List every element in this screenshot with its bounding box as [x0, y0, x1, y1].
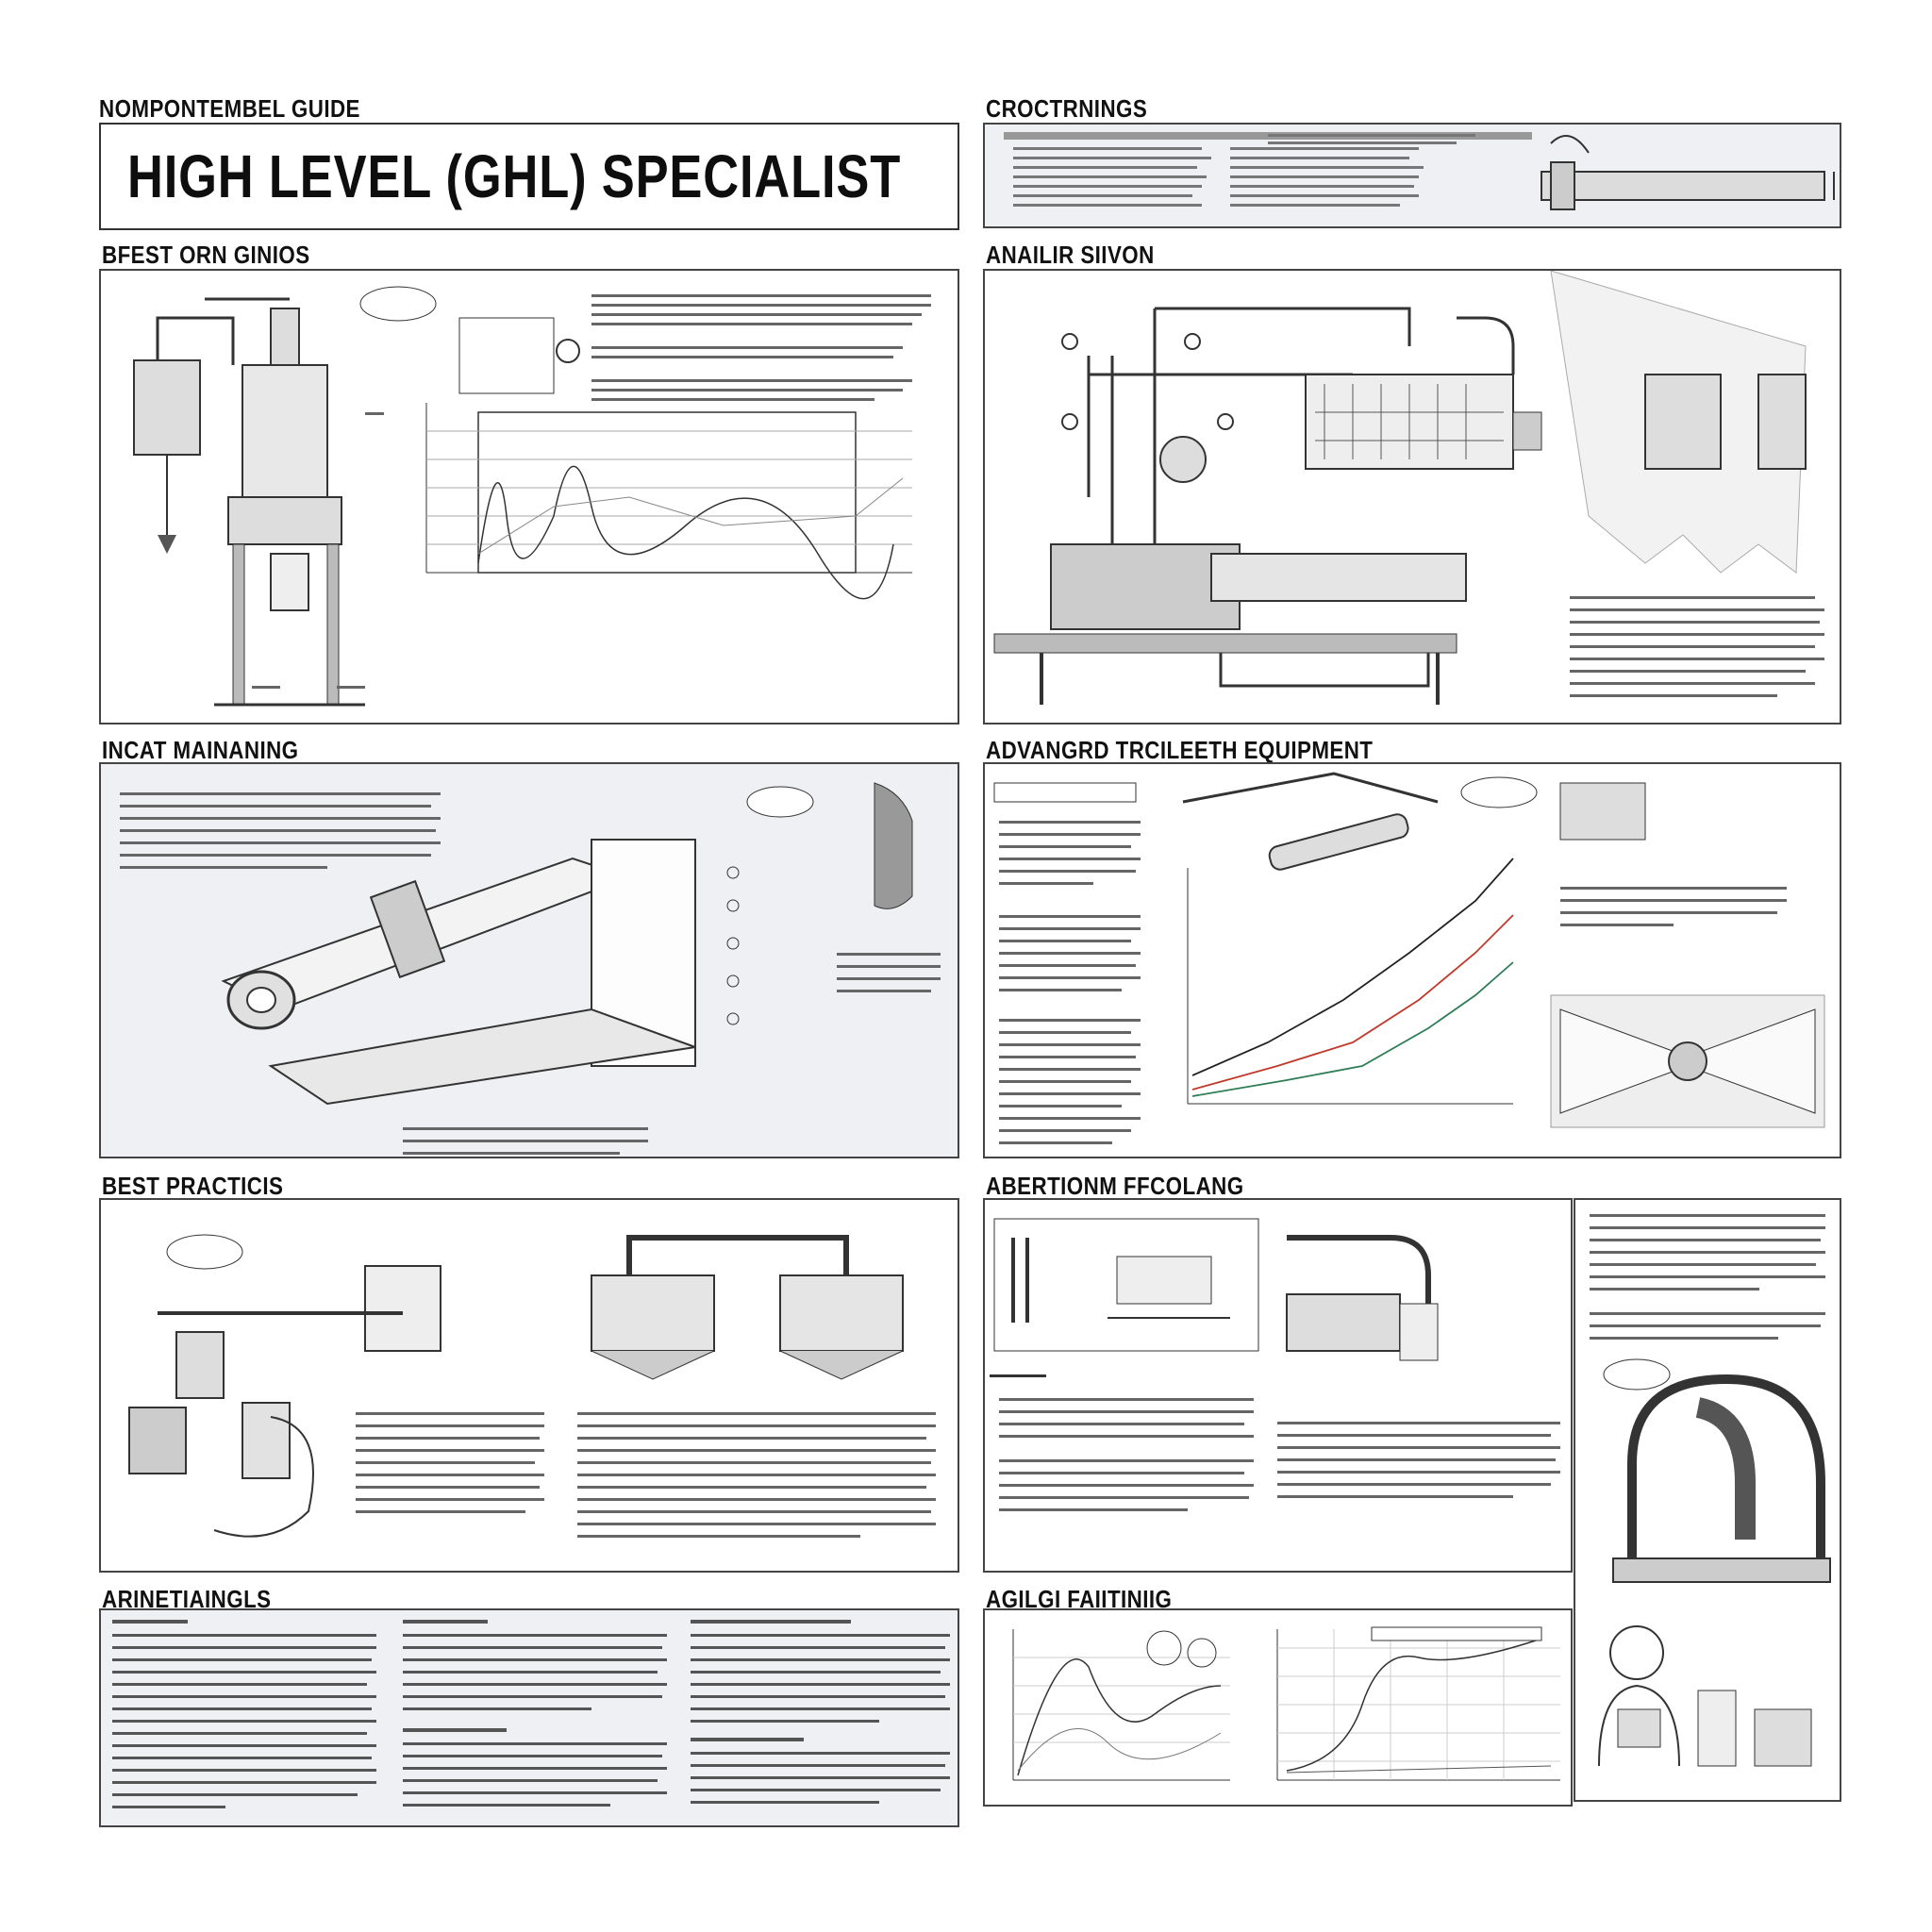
- operator-figure-icon: [1590, 1214, 1831, 1767]
- panel-s2-right: [983, 762, 1841, 1158]
- process-diagram-icon: [990, 1218, 1560, 1511]
- page-title: HIGH LEVEL (GHL) SPECIALIST: [127, 142, 902, 210]
- panel-s3-far-right: [1574, 1198, 1841, 1802]
- pipe-fitting-icon: [1004, 132, 1835, 210]
- panel-s4-left: [99, 1608, 959, 1827]
- title-box: HIGH LEVEL (GHL) SPECIALIST: [99, 123, 959, 230]
- panel-s3-left: [99, 1198, 959, 1573]
- pump-assembly-icon: [133, 286, 931, 707]
- panel-s1-right: [983, 269, 1841, 724]
- section-heading-s2-left: INCAT MAINANING: [102, 736, 299, 764]
- panel-top-right: [983, 123, 1841, 228]
- panel-s2-left: [99, 762, 959, 1158]
- trend-charts-icon: [1012, 1626, 1560, 1781]
- panel-s3-right: [983, 1198, 1573, 1573]
- section-heading-s1-left: BFEST ORN GINIOS: [102, 241, 310, 269]
- tank-assembly-icon: [128, 1234, 936, 1538]
- panel-s4-right: [983, 1608, 1573, 1807]
- guide-label: NOMPONTEMBEL GUIDE: [99, 94, 360, 123]
- section-heading-top-right: CROCTRNINGS: [986, 94, 1148, 123]
- section-heading-s2-right: ADVANGRD TRCILEETH EQUIPMENT: [986, 736, 1374, 764]
- text-columns: [112, 1620, 950, 1808]
- section-heading-s1-right: ANAILIR SIIVON: [986, 241, 1155, 269]
- panel-s1-left: [99, 269, 959, 724]
- section-heading-s3-left: BEST PRACTICIS: [102, 1172, 284, 1200]
- section-heading-s3-right: ABERTIONM FFCOLANG: [986, 1172, 1244, 1200]
- pipe-manifold-icon: [993, 271, 1824, 705]
- pipeline-system-icon: [120, 782, 941, 1155]
- performance-chart-icon: [993, 772, 1825, 1144]
